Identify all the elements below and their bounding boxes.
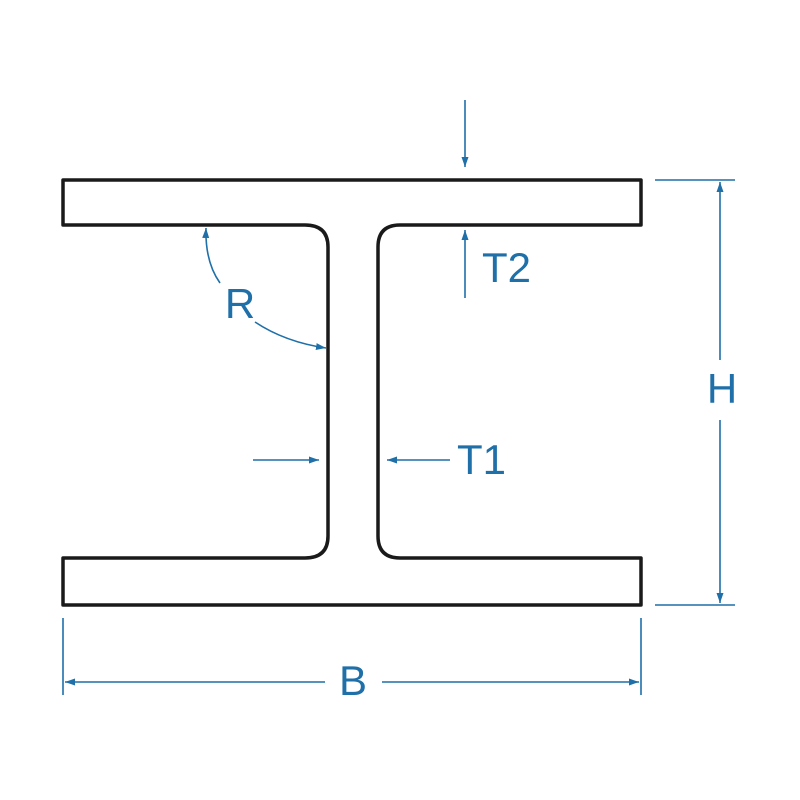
- radius-label: R: [225, 280, 255, 327]
- flange-thickness-label: T2: [482, 244, 531, 291]
- radius-arc-upper: [202, 227, 221, 284]
- radius-arc-lower: [254, 321, 327, 351]
- web-thickness-label: T1: [457, 436, 506, 483]
- height-label: H: [707, 365, 737, 412]
- width-label: B: [339, 657, 367, 704]
- i-beam-profile: [61, 178, 643, 607]
